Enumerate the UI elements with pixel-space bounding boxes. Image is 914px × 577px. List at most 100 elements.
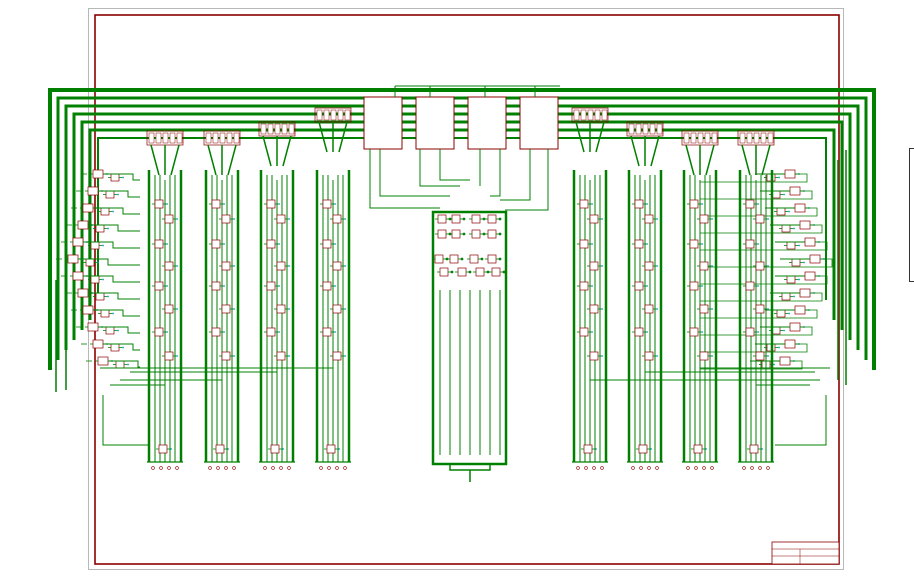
component-part [587,214,603,224]
component-part [219,351,235,361]
left-component-ladder [55,169,333,446]
channel-columns [146,107,775,470]
component-part [789,258,805,267]
component-part [587,351,603,361]
component-part [209,281,225,291]
component-part [103,190,119,199]
component-part [330,214,346,224]
component-part [152,327,168,337]
component-part [213,444,229,454]
component-part [162,351,178,361]
component-part [156,444,172,454]
component-part [108,173,124,182]
component-part [108,343,124,352]
component-part [587,261,603,271]
component-part [162,261,178,271]
component-part [103,326,119,335]
component-part [697,304,713,314]
component-part [320,281,336,291]
central-bus-block [431,210,508,482]
component-part [264,281,280,291]
channel-column-2 [203,130,241,470]
component-part [98,207,114,216]
title-block [771,541,840,565]
component-part [209,239,225,249]
component-part [697,261,713,271]
component-part [473,267,490,277]
component-part [330,304,346,314]
component-part [152,199,168,209]
component-part [455,267,472,277]
component-part [274,261,290,271]
component-part [435,214,452,224]
component-part [467,254,484,264]
component-part [432,254,449,264]
component-part [113,360,129,369]
component-part [98,309,114,318]
component-part [485,229,502,239]
component-part [632,239,648,249]
component-part [274,214,290,224]
component-part [784,275,800,284]
component-part [691,444,707,454]
component-part [449,229,466,239]
component-part [268,444,284,454]
component-part [747,444,763,454]
component-part [784,241,800,250]
component-part [219,214,235,224]
channel-column-3 [258,121,296,470]
component-part [577,327,593,337]
component-part [264,199,280,209]
component-part [264,239,280,249]
component-part [83,258,99,267]
component-part [697,214,713,224]
component-part [437,267,454,277]
component-part [642,214,658,224]
component-part [743,281,759,291]
component-part [324,444,340,454]
component-part [753,304,769,314]
component-part [274,351,290,361]
component-part [93,224,109,233]
component-part [330,261,346,271]
component-part [274,304,290,314]
component-part [469,229,486,239]
component-part [779,224,795,233]
component-part [753,214,769,224]
ic-block-4[interactable] [519,96,559,150]
component-part [219,261,235,271]
component-part [636,444,652,454]
component-part [577,239,593,249]
component-part [642,351,658,361]
channel-column-7 [681,130,719,470]
component-part [779,292,795,301]
component-part [743,239,759,249]
component-part [447,254,464,264]
component-part [774,207,790,216]
component-part [642,261,658,271]
side-scroll-marker[interactable] [909,148,914,282]
ic-block-1[interactable] [363,96,403,150]
component-part [162,304,178,314]
component-part [687,327,703,337]
component-part [219,304,235,314]
component-part [485,214,502,224]
sheet-border [94,14,840,565]
component-part [162,214,178,224]
component-part [152,281,168,291]
channel-column-8 [737,130,775,470]
component-part [687,239,703,249]
component-part [753,351,769,361]
ic-block-2[interactable] [415,96,455,150]
component-part [587,304,603,314]
component-part [264,327,280,337]
channel-column-6 [626,121,664,470]
ic-block-3[interactable] [467,96,507,150]
component-part [577,199,593,209]
component-part [485,254,502,264]
component-part [469,214,486,224]
component-part [753,261,769,271]
component-part [489,267,506,277]
component-part [743,327,759,337]
